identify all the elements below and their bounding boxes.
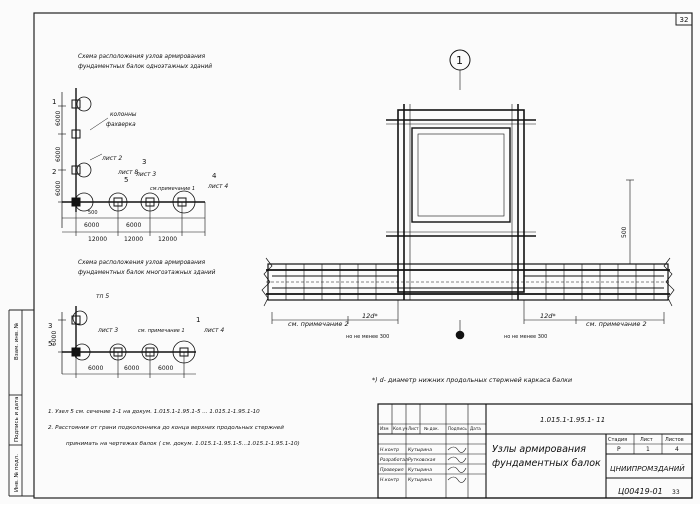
signature-4 [447, 476, 467, 483]
scheme1-title-1: Схема расположения узлов армирования [78, 54, 206, 60]
document-code: 1.015.1-1.95.1- 11 [540, 416, 605, 424]
scheme1-bottom-dim-1: 6000 [84, 222, 99, 229]
archive-number: Ц00419-01 [618, 487, 663, 496]
page-number: 32 [680, 16, 689, 24]
scheme1-label-fachwerk: фахверка [106, 122, 136, 128]
scheme1-bottom-dim-4: 12000 [124, 236, 143, 243]
organization: ЦНИИПРОМЗДАНИЙ [610, 464, 685, 473]
general-notes: 1. Узел 5 см. сечение 1-1 на докум. 1.01… [48, 409, 300, 447]
tb-hdr-izm: Изм [380, 426, 389, 431]
scheme1-node-1: 1 [52, 98, 56, 106]
tb-stage-value: Р [617, 446, 621, 453]
tb-role-2: Разработал [380, 457, 408, 463]
detail-note-left: см. примечание 2 [288, 320, 349, 328]
scheme1-bottom-dim-5: 12000 [158, 236, 177, 243]
scheme1-sheet-2: лист 2 [101, 155, 122, 162]
title-line-2: фундаментных балок [492, 458, 601, 469]
scheme2-title-2: фундаментных балок многоэтажных зданий [78, 270, 216, 276]
scheme2-node-3: 3 [48, 322, 52, 330]
signature-2 [447, 456, 467, 463]
scheme1-title-2: фундаментных балок одноэтажных зданий [78, 64, 212, 70]
scheme2-label-tp5: тп 5 [96, 293, 109, 300]
scheme1-node-2: 2 [52, 168, 56, 176]
tb-hdr-kol: Кол.уч [393, 426, 408, 431]
tb-hdr-doc: № док. [424, 426, 439, 431]
scheme1-node-3: 3 [142, 158, 146, 166]
detail-12d-left: 12d* [362, 312, 378, 320]
scheme-two: Схема расположения узлов армирования фун… [48, 260, 224, 378]
tb-role-4: Н.контр [380, 477, 399, 483]
scheme1-side-dim-2: 6000 [55, 147, 62, 162]
scheme1-node-5: 5 [124, 176, 128, 184]
scheme-one: Схема расположения узлов армирования фун… [52, 54, 228, 243]
scheme2-node-1: 1 [196, 316, 200, 324]
scheme1-misc-label: см.примечание 1 [150, 186, 195, 192]
tb-role-1: Н.контр [380, 447, 399, 453]
tb-hdr-date: Дата [470, 426, 481, 431]
side-strip-inv: Инв. № подл. [14, 454, 20, 492]
scheme2-bottom-dim-2: 6000 [124, 365, 139, 372]
scheme1-sheet-3: лист 3 [135, 171, 156, 178]
scheme1-side-dim-1: 6000 [55, 111, 62, 126]
scheme1-side-dim-3: 6000 [55, 181, 62, 196]
tb-name-2: Рутковская [408, 457, 436, 463]
scheme1-bottom-dim-2: 12000 [88, 236, 107, 243]
detail-min-right: но не менее 300 [504, 334, 547, 340]
title-line-1: Узлы армирования [492, 444, 586, 455]
note-1: 1. Узел 5 см. сечение 1-1 на докум. 1.01… [48, 409, 260, 415]
side-strip-vzam: Взам. инв. № [14, 322, 20, 360]
footnote: *) d- диаметр нижних продольных стержней… [372, 376, 572, 384]
tb-stage-header: Стадия [608, 437, 627, 443]
scheme2-bottom-dim-3: 6000 [158, 365, 173, 372]
scheme2-bottom-dim-1: 6000 [88, 365, 103, 372]
scheme1-sheet-8: лист 8 [117, 169, 138, 176]
tb-hdr-sign: Подпись [448, 426, 467, 431]
dim-500: 500 [621, 226, 628, 238]
note-2: 2. Расстояния от грани подколонника до к… [48, 425, 284, 431]
detail-min-left: но не менее 300 [346, 334, 389, 340]
node-detail-drawing: 1 [261, 49, 675, 340]
scheme1-bottom-dim-3: 6000 [126, 222, 141, 229]
scheme1-sheet-4: лист 4 [207, 183, 228, 190]
tb-name-3: Кутырина [408, 467, 432, 473]
note-3: принимать на чертежах балок ( см. докум.… [66, 441, 300, 447]
tb-hdr-list: Лист [408, 426, 419, 431]
side-strip-sign: Подпись и дата [14, 396, 20, 442]
sheet-frame [33, 12, 693, 499]
scheme1-small-dim: 500 [88, 210, 98, 216]
tb-name-4: Кутырина [408, 477, 432, 483]
archive-suffix: 33 [672, 489, 680, 496]
scheme2-label-note: см. примечание 1 [138, 328, 185, 334]
scheme2-node-5: 5 [48, 340, 52, 348]
title-block [377, 403, 693, 499]
detail-12d-right: 12d* [540, 312, 556, 320]
signature-3 [447, 466, 467, 473]
page-number-box [675, 12, 693, 26]
scheme1-label-columns: колонны [110, 112, 137, 118]
scheme2-title-1: Схема расположения узлов армирования [78, 260, 206, 266]
scheme2-label-sheet4: лист 4 [203, 327, 224, 334]
node-marker: 1 [456, 54, 463, 67]
tb-sheets-header: Листов [665, 437, 684, 443]
signature-1 [447, 446, 467, 453]
tb-role-3: Проверил [380, 467, 404, 473]
scheme1-node-4: 4 [212, 172, 217, 180]
tb-sheet-value: 1 [646, 446, 650, 453]
tb-sheet-header: Лист [640, 437, 653, 443]
scheme2-side-dim: 6000 [51, 331, 58, 346]
side-strip: Инв. № подл. Подпись и дата Взам. инв. № [8, 309, 34, 497]
detail-note-right: см. примечание 2 [586, 320, 647, 328]
tb-sheets-value: 4 [675, 446, 679, 453]
tb-name-1: Кутырина [408, 447, 432, 453]
scheme2-label-sheet3: лист 3 [97, 327, 118, 334]
